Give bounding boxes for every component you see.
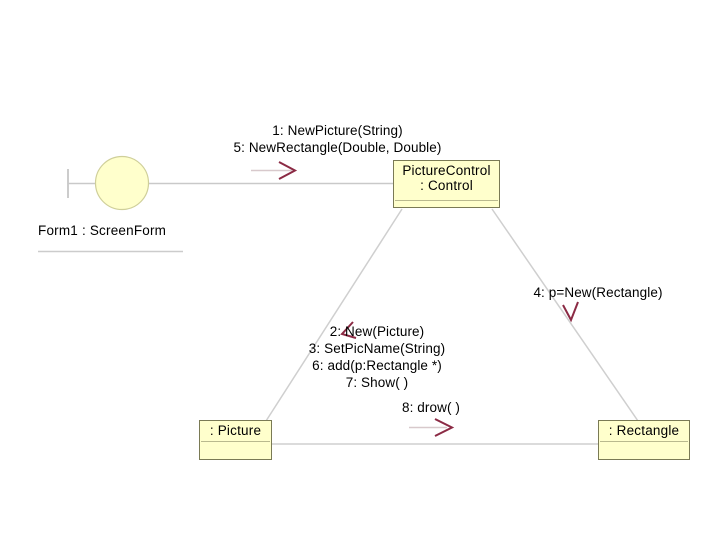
node-rectangle-divider [600,441,688,442]
link-picturecontrol-to-rectangle [491,208,639,422]
node-picture-divider [201,441,270,442]
node-picture-control[interactable]: PictureControl : Control [393,160,500,208]
link-picturecontrol-to-picture [265,208,403,422]
arrow-picturecontrol-to-rectangle [562,301,579,323]
message-label-picturecontrol-to-picture-7: 7: Show( ) [345,375,409,390]
arrow-picturecontrol-to-picture [340,321,357,339]
arrow-picture-to-rectangle [409,418,455,437]
node-rectangle[interactable]: : Rectangle [598,420,690,460]
arrow-form1-to-picturecontrol [251,161,298,180]
message-label-picturecontrol-to-picture-3: 3: SetPicName(String) [308,341,446,356]
node-picture-line1: : Picture [209,423,262,438]
actor-label-form1: Form1 : ScreenForm [38,223,167,238]
node-rectangle-line1: : Rectangle [608,423,680,438]
node-picture[interactable]: : Picture [199,420,272,460]
actor-circle [94,155,150,211]
message-label-picturecontrol-to-rectangle-4: 4: p=New(Rectangle) [533,285,663,300]
message-label-picture-to-rectangle-8: 8: drow( ) [401,400,460,415]
node-picture-control-divider [395,200,498,201]
node-picture-control-line1: PictureControl [402,163,491,178]
node-picture-control-line2: : Control [420,178,473,193]
message-label-form1-to-picturecontrol-1: 1: NewPicture(String) [272,123,403,138]
message-label-picturecontrol-to-picture-6: 6: add(p:Rectangle *) [312,358,442,373]
message-label-form1-to-picturecontrol-5: 5: NewRectangle(Double, Double) [233,140,442,155]
message-label-picturecontrol-to-picture-2: 2: New(Picture) [329,324,425,339]
